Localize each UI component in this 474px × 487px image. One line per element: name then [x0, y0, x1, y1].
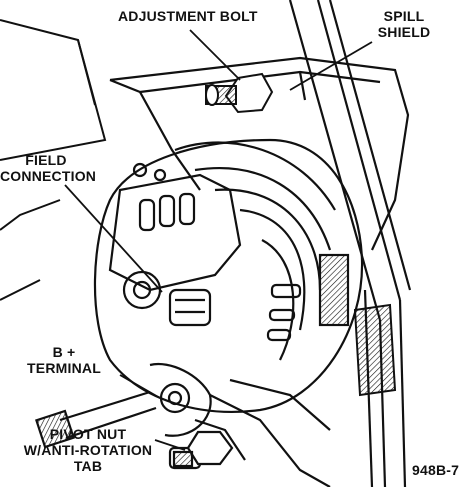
label-adjustment-bolt: ADJUSTMENT BOLT: [118, 8, 258, 24]
adjustment-bolt-shape: [205, 72, 274, 114]
label-pivot-nut-line3: TAB: [73, 458, 103, 474]
hose: [353, 303, 397, 397]
engine-block: [0, 19, 107, 301]
label-pivot-nut: PIVOT NUT W/ANTI-ROTATION TAB: [18, 426, 158, 474]
b-plus-cable: [35, 390, 157, 449]
label-spill-shield-line2: SHIELD: [377, 24, 431, 40]
label-field-connection-line1: FIELD: [25, 152, 67, 168]
leader-pivot-nut: [154, 439, 186, 451]
leader-lines: [64, 29, 373, 451]
label-pivot-nut-line2: W/ANTI-ROTATION: [23, 442, 153, 458]
label-b-terminal-line2: TERMINAL: [27, 360, 101, 376]
leader-field-connection: [64, 184, 163, 293]
label-b-terminal: B + TERMINAL: [14, 344, 114, 376]
label-field-connection: FIELD CONNECTION: [0, 152, 97, 184]
label-pivot-nut-line1: PIVOT NUT: [49, 426, 127, 442]
label-b-terminal-line1: B +: [52, 344, 76, 360]
label-spill-shield-line1: SPILL: [383, 8, 425, 24]
figure-id: 948B-7: [412, 462, 460, 478]
leader-adjustment-bolt: [189, 29, 241, 81]
label-spill-shield: SPILL SHIELD: [368, 8, 440, 40]
mounting-bracket: [109, 56, 410, 251]
leader-b-terminal: [119, 374, 161, 399]
label-field-connection-line2: CONNECTION: [0, 168, 97, 184]
alternator-body: [93, 138, 364, 487]
leader-spill-shield: [289, 41, 373, 91]
